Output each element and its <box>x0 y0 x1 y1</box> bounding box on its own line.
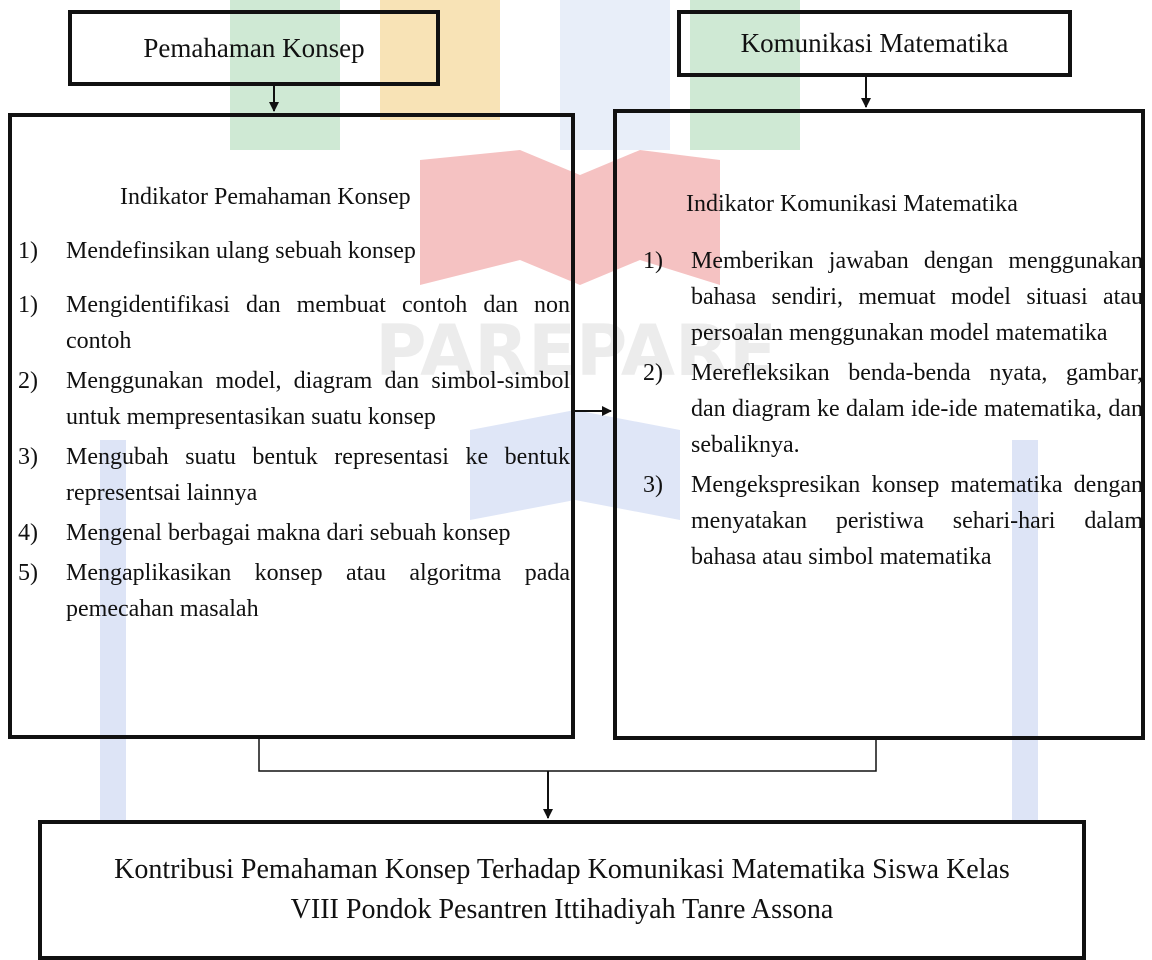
indicator-text: Mengubah suatu bentuk representasi ke be… <box>66 444 570 506</box>
kontribusi-line-1: Kontribusi Pemahaman Konsep Terhadap Kom… <box>114 854 1010 885</box>
indicator-text: Merefleksikan benda-benda nyata, gambar,… <box>691 360 1143 458</box>
komunikasi-matematika-box: Komunikasi Matematika <box>677 10 1072 77</box>
komunikasi-matematika-title: Komunikasi Matematika <box>740 28 1009 58</box>
kontribusi-text: Kontribusi Pemahaman Konsep Terhadap Kom… <box>42 850 1082 930</box>
indicator-text: Menggunakan model, diagram dan simbol-si… <box>66 368 570 430</box>
right-panel-heading: Indikator Komunikasi Matematika <box>686 191 1018 217</box>
indicator-text: Mengaplikasikan konsep atau algoritma pa… <box>66 560 570 622</box>
left-indicator-item: 3) Mengubah suatu bentuk representasi ke … <box>18 439 570 511</box>
watermark-text: PAREPARE <box>375 310 777 392</box>
left-indicator-item: 5) Mengaplikasikan konsep atau algoritma … <box>18 555 570 627</box>
indicator-number: 2) <box>18 368 38 394</box>
indicator-number: 5) <box>18 560 38 586</box>
watermark-blue-bar-left <box>100 440 126 820</box>
right-indicator-item: 1) Memberikan jawaban dengan menggunakan … <box>643 243 1143 351</box>
watermark-orange-left-block <box>380 0 500 120</box>
indikator-pemahaman-konsep-panel: Indikator Pemahaman Konsep 1) Mendefinsik… <box>8 113 575 739</box>
indicator-text: Mendefinsikan ulang sebuah konsep <box>66 238 416 264</box>
pemahaman-konsep-title: Pemahaman Konsep <box>143 32 365 63</box>
right-indicator-item: 3) Mengekspresikan konsep matematika deng… <box>643 467 1143 575</box>
indicator-number: 4) <box>18 520 38 546</box>
indicator-number: 3) <box>643 472 663 498</box>
indicator-number: 2) <box>643 360 663 386</box>
kontribusi-box: Kontribusi Pemahaman Konsep Terhadap Kom… <box>38 820 1086 960</box>
left-indicator-item: 1) Mendefinsikan ulang sebuah konsep <box>18 233 570 269</box>
indicator-number: 1) <box>643 248 663 274</box>
watermark-blue-bar-right <box>1012 440 1038 820</box>
indicator-number: 1) <box>18 292 38 318</box>
indicator-text: Memberikan jawaban dengan menggunakan ba… <box>691 248 1143 346</box>
indicator-text: Mengekspresikan konsep matematika dengan… <box>691 472 1143 570</box>
left-indicator-item: 4) Mengenal berbagai makna dari sebuah ko… <box>18 515 570 551</box>
left-indicator-list: 1) Mendefinsikan ulang sebuah konsep 1) Me… <box>18 233 570 631</box>
indicator-number: 1) <box>18 238 38 264</box>
right-indicator-list: 1) Memberikan jawaban dengan menggunakan … <box>643 243 1143 579</box>
left-indicator-item: 1) Mengidentifikasi dan membuat contoh da… <box>18 287 570 359</box>
watermark-blue-base <box>470 410 680 520</box>
indicator-text: Mengidentifikasi dan membuat contoh dan … <box>66 292 570 354</box>
indicator-text: Mengenal berbagai makna dari sebuah kons… <box>66 520 511 546</box>
kontribusi-line-2: VIII Pondok Pesantren Ittihadiyah Tanre … <box>290 894 834 925</box>
indikator-komunikasi-matematika-panel: Indikator Komunikasi Matematika 1) Member… <box>613 109 1145 740</box>
right-indicator-item: 2) Merefleksikan benda-benda nyata, gamba… <box>643 355 1143 463</box>
watermark-green-left-block <box>230 0 340 150</box>
left-indicator-item: 2) Menggunakan model, diagram dan simbol-… <box>18 363 570 435</box>
left-panel-heading: Indikator Pemahaman Konsep <box>120 184 411 210</box>
pemahaman-konsep-box: Pemahaman Konsep <box>68 10 440 86</box>
indicator-number: 3) <box>18 444 38 470</box>
watermark-book-shape <box>420 150 720 285</box>
